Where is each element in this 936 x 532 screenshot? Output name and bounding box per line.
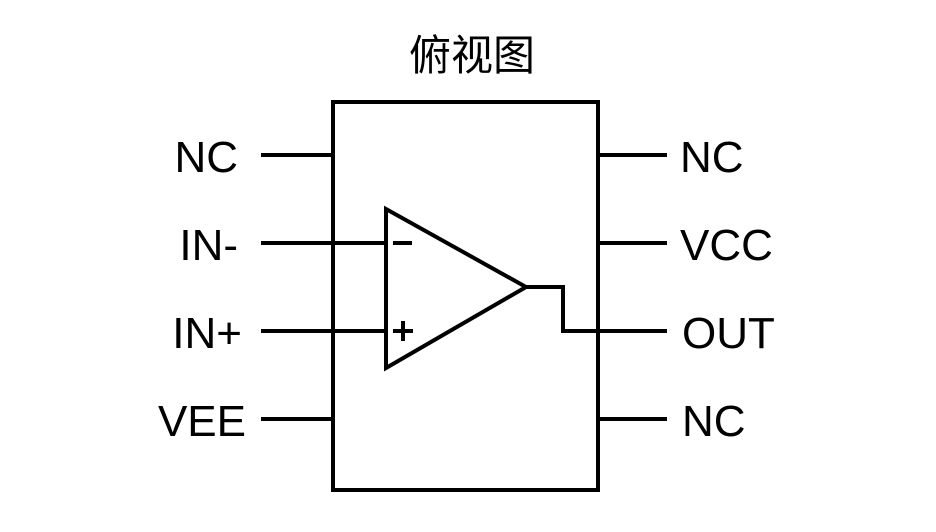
- pin-label-right-6: OUT: [682, 309, 775, 358]
- pin-label-right-5: NC: [682, 397, 746, 446]
- output-wire: [526, 285, 667, 333]
- diagram-title: 俯视图: [409, 31, 535, 80]
- pin-label-right-7: VCC: [680, 221, 773, 270]
- ic-package-body: [331, 100, 600, 492]
- pin-label-right-8: NC: [680, 133, 744, 182]
- pin-label-left-1: NC: [174, 133, 238, 182]
- pin-label-left-4: VEE: [158, 397, 246, 446]
- pin-label-left-2: IN-: [179, 221, 238, 270]
- pin-label-left-3: IN+: [172, 309, 242, 358]
- opamp-triangle-icon: [384, 205, 531, 372]
- noninverting-input-plus-icon: [393, 321, 413, 341]
